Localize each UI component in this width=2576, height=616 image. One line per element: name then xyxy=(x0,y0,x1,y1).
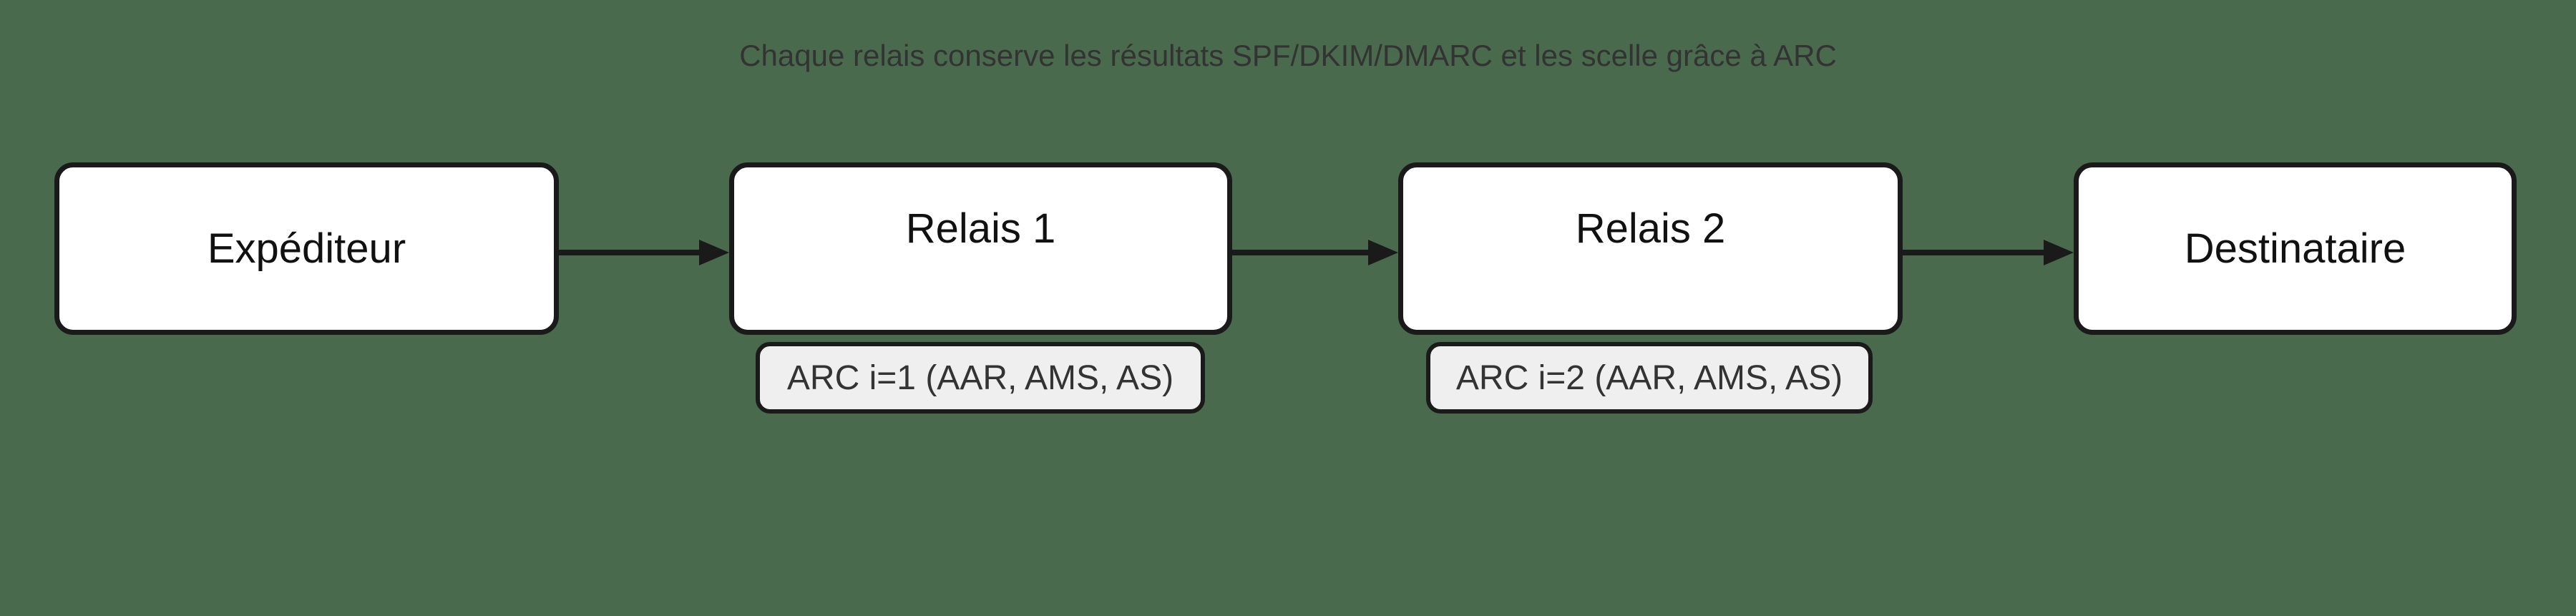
node-destinataire-label: Destinataire xyxy=(2184,225,2406,272)
node-destinataire: Destinataire xyxy=(2074,162,2517,335)
node-relais-1-label: Relais 1 xyxy=(905,205,1056,252)
diagram-title: Chaque relais conserve les résultats SPF… xyxy=(739,39,1837,72)
node-relais-2: Relais 2 xyxy=(1398,162,1903,335)
arrow-relais1-to-relais2 xyxy=(1232,240,1398,265)
badge-arc-i1-label: ARC i=1 (AAR, AMS, AS) xyxy=(786,358,1174,397)
node-relais-2-label: Relais 2 xyxy=(1575,205,1726,252)
node-expediteur: Expéditeur xyxy=(54,162,559,335)
node-expediteur-label: Expéditeur xyxy=(207,225,406,272)
arrow-line xyxy=(1232,250,1377,255)
arrowhead-right-icon xyxy=(1368,240,1398,265)
badge-arc-i2: ARC i=2 (AAR, AMS, AS) xyxy=(1426,342,1873,414)
arrow-line xyxy=(1903,250,2052,255)
arrow-relais2-to-destinataire xyxy=(1903,240,2074,265)
node-relais-1: Relais 1 xyxy=(729,162,1232,335)
arrow-expediteur-to-relais1 xyxy=(559,240,729,265)
arrow-line xyxy=(559,250,708,255)
badge-arc-i2-label: ARC i=2 (AAR, AMS, AS) xyxy=(1455,358,1843,397)
badge-arc-i1: ARC i=1 (AAR, AMS, AS) xyxy=(756,342,1205,414)
arrowhead-right-icon xyxy=(2044,240,2074,265)
arrowhead-right-icon xyxy=(699,240,729,265)
